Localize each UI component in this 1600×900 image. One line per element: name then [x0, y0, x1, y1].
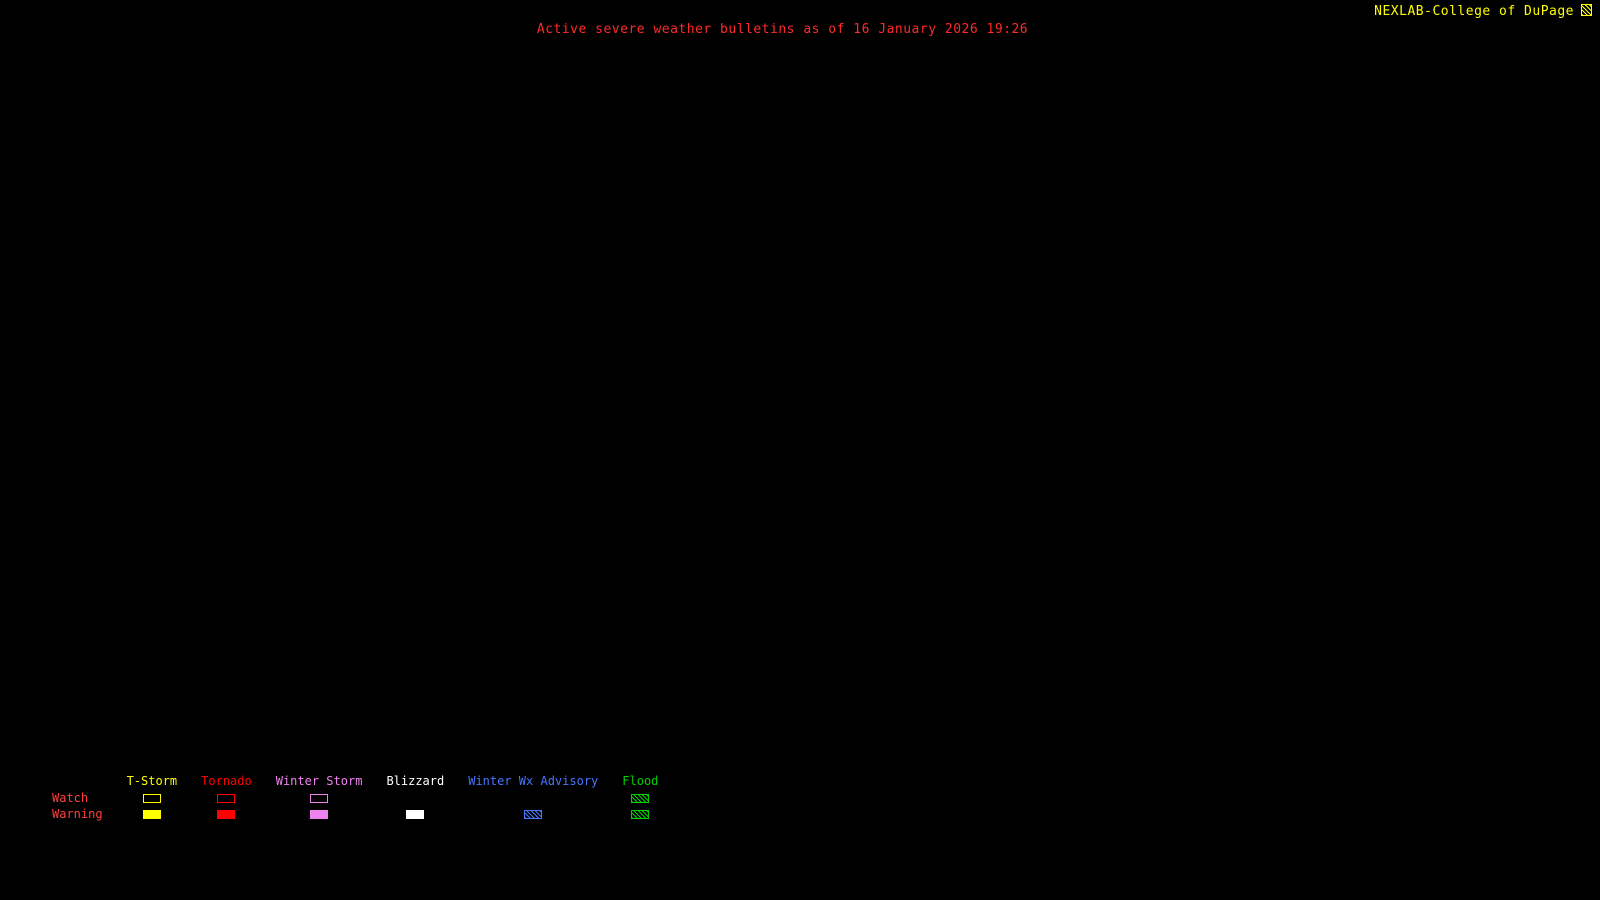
- legend-row-labels: Watch Warning: [52, 775, 103, 822]
- legend-swatch-cell-warning: [217, 806, 236, 822]
- legend-column: Winter Wx Advisory: [468, 775, 598, 822]
- legend-column-label: Flood: [622, 774, 659, 788]
- legend-swatch-warning: [310, 809, 329, 819]
- legend-column: Blizzard: [386, 775, 444, 822]
- legend-swatch-cell-warning: [310, 806, 329, 822]
- legend-column: Winter Storm: [275, 774, 363, 822]
- legend-swatch-cell-warning: [406, 806, 425, 822]
- legend-swatch-cell-warning: [524, 806, 543, 822]
- legend-column: T-Storm: [126, 774, 178, 822]
- legend-column-label: T-Storm: [126, 774, 178, 788]
- legend-swatch-cell-watch: [310, 790, 329, 806]
- legend-column-label: Tornado: [201, 774, 252, 788]
- brand-text: NEXLAB-College of DuPage: [1374, 4, 1574, 19]
- legend-row-label-watch: Watch: [52, 791, 89, 805]
- bulletin-title: Active severe weather bulletins as of 16…: [536, 22, 1029, 37]
- legend-column: Flood: [622, 775, 658, 822]
- legend-swatch-watch: [217, 793, 236, 803]
- legend-row-label-warning: Warning: [52, 807, 103, 821]
- legend-column-label: Blizzard: [386, 774, 445, 788]
- legend-swatch-watch: [310, 793, 329, 803]
- legend-swatch-cell-warning: [142, 806, 161, 822]
- legend-swatch-warning: [406, 809, 425, 819]
- legend-swatch-cell-watch: [142, 790, 161, 806]
- brand-glyph-icon: [1581, 4, 1592, 16]
- legend-swatch-watch: [631, 793, 650, 803]
- legend-swatch-warning: [217, 809, 236, 819]
- legend-swatch-watch: [142, 793, 161, 803]
- legend-swatch-cell-warning: [631, 806, 650, 822]
- legend: Watch Warning T-Storm Tornado Winter Storm…: [52, 775, 658, 822]
- legend-swatch-warning: [524, 809, 543, 819]
- legend-swatch-cell-watch: [631, 790, 650, 806]
- legend-swatch-warning: [631, 809, 650, 819]
- legend-column: Tornado: [201, 775, 252, 822]
- legend-column-label: Winter Storm: [275, 774, 363, 788]
- legend-swatch-warning: [142, 809, 161, 819]
- legend-column-label: Winter Wx Advisory: [468, 774, 599, 788]
- legend-swatch-cell-watch: [217, 790, 236, 806]
- legend-columns: T-Storm Tornado Winter Storm Blizzard Winter…: [126, 774, 658, 822]
